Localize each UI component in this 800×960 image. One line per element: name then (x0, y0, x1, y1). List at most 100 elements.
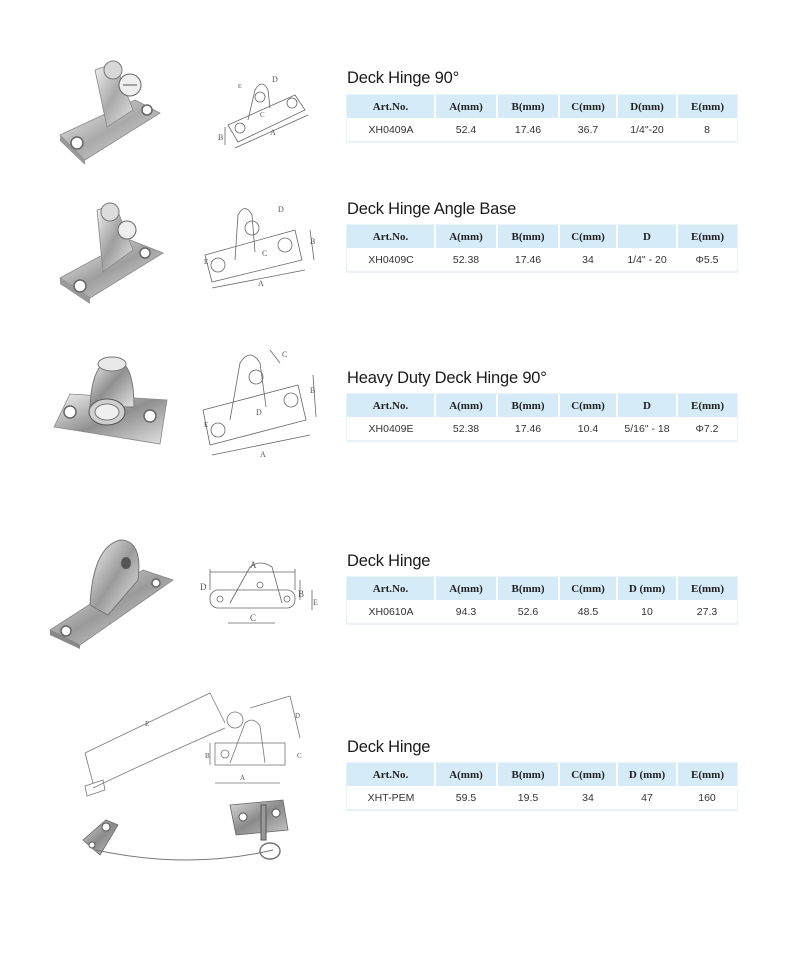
cell-b: 17.46 (497, 118, 559, 142)
label-e: E (313, 598, 318, 607)
label-c: C (262, 249, 267, 258)
cell-a: 94.3 (435, 600, 497, 624)
label-d: D (272, 75, 278, 84)
cell-e: 27.3 (677, 600, 737, 624)
spec-table: Art.No. A(mm) B(mm) C(mm) D E(mm) XH0409… (347, 394, 737, 441)
technical-diagram: B A D C E (198, 345, 328, 465)
cell-a: 59.5 (435, 786, 497, 810)
col-a: A(mm) (435, 394, 498, 417)
product-photo (52, 352, 170, 452)
label-d: D (256, 408, 262, 417)
col-e: E(mm) (677, 95, 737, 118)
cell-a: 52.38 (435, 417, 497, 441)
cell-d: 1/4" - 20 (617, 248, 677, 272)
col-e: E(mm) (677, 577, 737, 600)
label-d: D (278, 205, 284, 214)
col-c: C(mm) (559, 394, 618, 417)
product-title: Heavy Duty Deck Hinge 90° (347, 369, 547, 387)
table-row: XH0610A 94.3 52.6 48.5 10 27.3 (347, 600, 737, 624)
cell-b: 52.6 (497, 600, 559, 624)
col-b: B(mm) (497, 95, 560, 118)
cell-c: 34 (559, 248, 617, 272)
label-a: A (240, 774, 245, 782)
cell-c: 10.4 (559, 417, 617, 441)
product-title: Deck Hinge 90° (347, 69, 460, 87)
col-art-no: Art.No. (347, 577, 436, 600)
spec-table: Art.No. A(mm) B(mm) C(mm) D(mm) E(mm) XH… (347, 95, 737, 142)
table-header-row: Art.No. A(mm) B(mm) C(mm) D E(mm) (347, 225, 737, 248)
cell-a: 52.38 (435, 248, 497, 272)
col-d: D (mm) (617, 577, 678, 600)
technical-diagram: B A D C E (200, 200, 325, 300)
cell-art-no: XH0610A (347, 600, 435, 624)
label-e: E (238, 84, 242, 90)
col-art-no: Art.No. (347, 763, 436, 786)
cell-a: 52.4 (435, 118, 497, 142)
cell-art-no: XH0409E (347, 417, 435, 441)
col-art-no: Art.No. (347, 394, 436, 417)
cell-e: Φ7.2 (677, 417, 737, 441)
col-a: A(mm) (435, 225, 498, 248)
col-art-no: Art.No. (347, 95, 436, 118)
label-b: B (218, 133, 223, 142)
table-header-row: Art.No. A(mm) B(mm) C(mm) D (mm) E(mm) (347, 763, 737, 786)
col-a: A(mm) (435, 95, 498, 118)
label-a: A (260, 450, 266, 459)
label-c: C (250, 613, 256, 623)
label-b: B (298, 589, 304, 599)
col-c: C(mm) (559, 95, 618, 118)
product-photo (55, 198, 165, 310)
label-a: A (258, 279, 264, 288)
product-photo (55, 55, 165, 170)
col-d: D(mm) (617, 95, 678, 118)
col-b: B(mm) (497, 225, 560, 248)
col-art-no: Art.No. (347, 225, 436, 248)
cell-c: 48.5 (559, 600, 617, 624)
label-c: C (260, 111, 265, 119)
col-b: B(mm) (497, 577, 560, 600)
table-row: XH0409A 52.4 17.46 36.7 1/4"-20 8 (347, 118, 737, 142)
cell-d: 47 (617, 786, 677, 810)
cell-c: 36.7 (559, 118, 617, 142)
cell-d: 5/16" - 18 (617, 417, 677, 441)
cell-b: 19.5 (497, 786, 559, 810)
col-b: B(mm) (497, 763, 560, 786)
label-c: C (282, 350, 287, 359)
label-e: E (145, 720, 149, 728)
spec-table: Art.No. A(mm) B(mm) C(mm) D (mm) E(mm) X… (347, 577, 737, 624)
label-d: D (295, 712, 300, 720)
label-a: A (270, 128, 276, 137)
cell-d: 10 (617, 600, 677, 624)
col-e: E(mm) (677, 225, 737, 248)
col-c: C(mm) (559, 225, 618, 248)
product-title: Deck Hinge (347, 552, 431, 570)
col-d: D (mm) (617, 763, 678, 786)
cell-c: 34 (559, 786, 617, 810)
cell-b: 17.46 (497, 417, 559, 441)
col-a: A(mm) (435, 577, 498, 600)
col-d: D (617, 394, 678, 417)
cell-e: 8 (677, 118, 737, 142)
table-row: XHT-PEM 59.5 19.5 34 47 160 (347, 786, 737, 810)
cell-d: 1/4"-20 (617, 118, 677, 142)
col-c: C(mm) (559, 577, 618, 600)
table-row: XH0409C 52.38 17.46 34 1/4" - 20 Φ5.5 (347, 248, 737, 272)
table-header-row: Art.No. A(mm) B(mm) C(mm) D(mm) E(mm) (347, 95, 737, 118)
cell-e: Φ5.5 (677, 248, 737, 272)
technical-diagram: A B C D E (200, 555, 330, 630)
table-row: XH0409E 52.38 17.46 10.4 5/16" - 18 Φ7.2 (347, 417, 737, 441)
label-c: C (297, 752, 302, 760)
label-e: E (204, 421, 208, 429)
label-b: B (310, 386, 315, 395)
spec-table: Art.No. A(mm) B(mm) C(mm) D (mm) E(mm) X… (347, 763, 737, 810)
col-c: C(mm) (559, 763, 618, 786)
col-e: E(mm) (677, 394, 737, 417)
spec-table: Art.No. A(mm) B(mm) C(mm) D E(mm) XH0409… (347, 225, 737, 272)
technical-diagram: B A D C E (210, 70, 310, 160)
col-d: D (617, 225, 678, 248)
technical-diagram: E A B C D (75, 688, 315, 803)
cell-art-no: XH0409A (347, 118, 435, 142)
product-title: Deck Hinge (347, 738, 431, 756)
product-photo (48, 535, 178, 650)
label-b: B (310, 237, 315, 246)
